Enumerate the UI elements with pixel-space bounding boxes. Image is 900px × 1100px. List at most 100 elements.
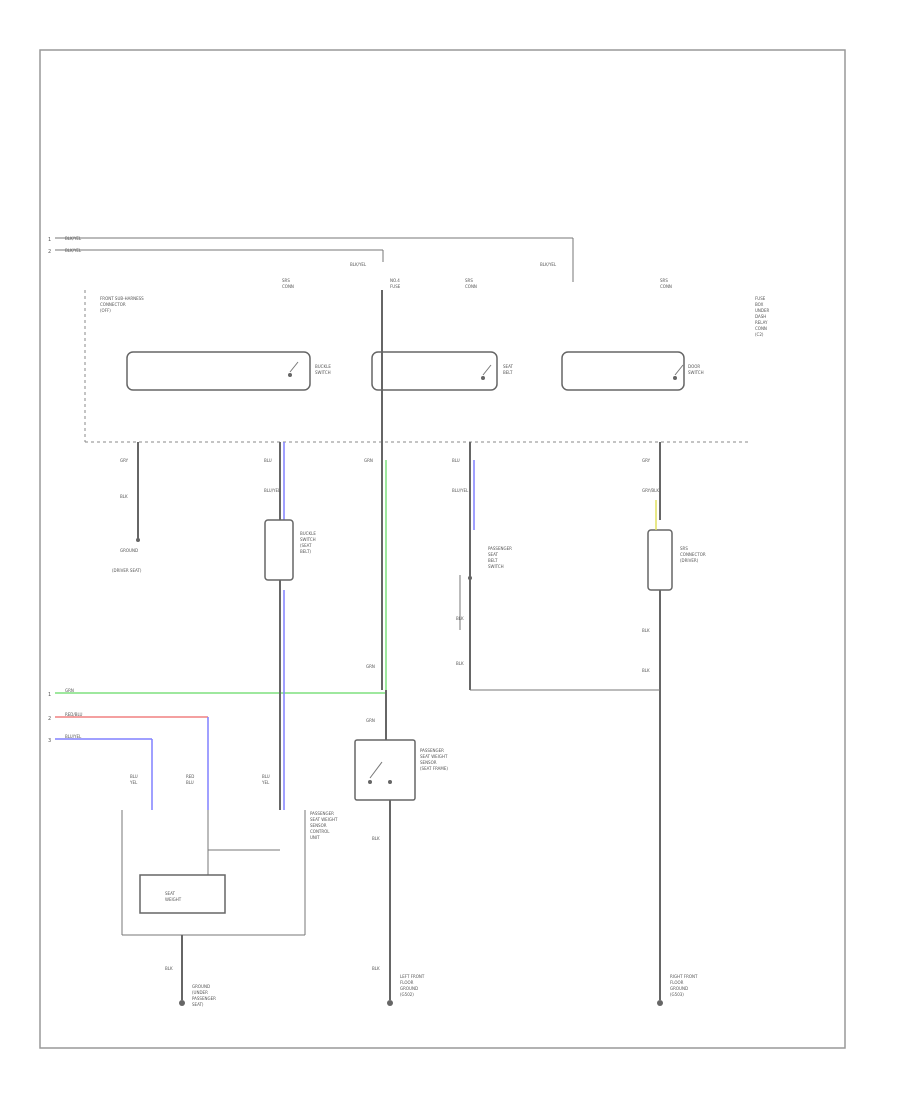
vertical-wires: [137, 290, 661, 1000]
svg-text:CONN: CONN: [660, 284, 672, 289]
ground-right: RIGHT FRONT FLOOR GROUND (G503): [657, 974, 698, 1006]
svg-text:(G502): (G502): [400, 992, 414, 997]
svg-text:SEAT: SEAT: [503, 364, 513, 369]
seat-belt-switch: PASSENGER SEAT BELT SWITCH: [459, 546, 512, 630]
svg-text:PASSENGER: PASSENGER: [488, 546, 512, 551]
svg-text:GRN: GRN: [366, 664, 375, 669]
svg-text:GROUND: GROUND: [120, 548, 138, 553]
svg-text:BLK/YEL: BLK/YEL: [540, 262, 557, 267]
svg-text:GRY: GRY: [642, 458, 651, 463]
svg-text:LEFT FRONT: LEFT FRONT: [400, 974, 425, 979]
svg-text:(OFF): (OFF): [100, 308, 111, 313]
connector-row: FRONT SUB-HARNESS CONNECTOR (OFF) SRS CO…: [100, 278, 770, 391]
svg-text:BLU/YEL: BLU/YEL: [264, 488, 281, 493]
svg-text:SENSOR: SENSOR: [420, 760, 437, 765]
right-connector: SRS CONNECTOR (DRIVER): [647, 500, 706, 591]
svg-text:2: 2: [48, 716, 51, 722]
svg-text:FLOOR: FLOOR: [670, 980, 684, 985]
connector-box-center: [371, 351, 498, 391]
svg-text:BELT): BELT): [300, 549, 311, 554]
buckle-switch: BUCKLE SWITCH (SEAT BELT): [264, 519, 316, 581]
colored-bus-lines: 1 2 3 GRN RED/BLU BLU/YEL: [48, 580, 386, 810]
svg-text:SWITCH: SWITCH: [488, 564, 504, 569]
svg-text:CONN: CONN: [755, 326, 767, 331]
svg-text:BLK: BLK: [372, 966, 380, 971]
svg-text:BLK: BLK: [456, 661, 464, 666]
sub-assembly: BLU YEL RED BLU BLU YEL SEAT WEIGHT PASS…: [121, 774, 338, 1000]
svg-text:(G503): (G503): [670, 992, 684, 997]
svg-text:SEAT): SEAT): [192, 1002, 204, 1007]
svg-text:SEAT: SEAT: [488, 552, 498, 557]
connector-box-left: [126, 351, 311, 391]
svg-text:FLOOR: FLOOR: [400, 980, 414, 985]
svg-text:SEAT: SEAT: [165, 891, 175, 896]
svg-text:(UNDER: (UNDER: [192, 990, 208, 995]
svg-text:GRY: GRY: [120, 458, 129, 463]
svg-text:BLK/YEL: BLK/YEL: [350, 262, 367, 267]
svg-text:BLK: BLK: [372, 836, 380, 841]
svg-text:BLK: BLK: [165, 966, 173, 971]
svg-text:UNIT: UNIT: [310, 835, 320, 840]
svg-text:BLK: BLK: [642, 668, 650, 673]
svg-text:CONNECTOR: CONNECTOR: [100, 302, 126, 307]
svg-text:BUCKLE: BUCKLE: [300, 531, 316, 536]
svg-text:YEL: YEL: [129, 780, 138, 785]
svg-text:FUSE: FUSE: [755, 296, 766, 301]
svg-text:BELT: BELT: [503, 370, 513, 375]
svg-text:CONN: CONN: [465, 284, 477, 289]
svg-text:GRN: GRN: [364, 458, 373, 463]
svg-text:BLK: BLK: [642, 628, 650, 633]
svg-text:1: 1: [48, 237, 51, 243]
svg-text:PASSENGER: PASSENGER: [192, 996, 216, 1001]
svg-text:RELAY: RELAY: [755, 320, 768, 325]
dimmer-switch: PASSENGER SEAT WEIGHT SENSOR (SEAT FRAME…: [354, 690, 448, 1000]
svg-text:GRN: GRN: [366, 718, 375, 723]
svg-text:SRS: SRS: [660, 278, 668, 283]
svg-text:BLU: BLU: [186, 780, 194, 785]
svg-text:DOOR: DOOR: [688, 364, 700, 369]
svg-text:BLK/YEL: BLK/YEL: [65, 236, 82, 241]
svg-text:(DRIVER SEAT): (DRIVER SEAT): [112, 568, 142, 573]
diagram-frame: [39, 49, 846, 1049]
svg-text:CONTROL: CONTROL: [310, 829, 330, 834]
svg-text:PASSENGER: PASSENGER: [420, 748, 444, 753]
svg-text:SRS: SRS: [465, 278, 473, 283]
svg-text:SRS: SRS: [680, 546, 688, 551]
svg-text:GROUND: GROUND: [400, 986, 418, 991]
svg-text:GROUND: GROUND: [192, 984, 210, 989]
svg-text:YEL: YEL: [261, 780, 270, 785]
svg-text:BLU: BLU: [452, 458, 460, 463]
ground-frame-left: [136, 538, 140, 542]
svg-text:FUSE: FUSE: [390, 284, 401, 289]
ground-left: GROUND (UNDER PASSENGER SEAT): [179, 984, 216, 1007]
svg-text:SEAT WEIGHT: SEAT WEIGHT: [310, 817, 338, 822]
svg-text:BLU/YEL: BLU/YEL: [452, 488, 469, 493]
svg-text:GRY/BLK: GRY/BLK: [642, 488, 659, 493]
svg-text:RED: RED: [186, 774, 194, 779]
svg-text:SEAT WEIGHT: SEAT WEIGHT: [420, 754, 448, 759]
svg-text:GROUND: GROUND: [670, 986, 688, 991]
svg-text:BLU/YEL: BLU/YEL: [65, 734, 82, 739]
svg-text:BLK: BLK: [120, 494, 128, 499]
svg-text:(SEAT FRAME): (SEAT FRAME): [420, 766, 448, 771]
svg-text:1: 1: [48, 692, 51, 698]
svg-text:DASH: DASH: [755, 314, 766, 319]
top-power-lines: 1 2 BLK/YEL BLK/YEL BLK/YEL BLK/YEL: [48, 236, 574, 282]
svg-text:SRS: SRS: [282, 278, 290, 283]
svg-text:RED/BLU: RED/BLU: [65, 712, 83, 717]
svg-text:3: 3: [48, 738, 51, 744]
svg-text:BELT: BELT: [488, 558, 498, 563]
svg-text:NO.4: NO.4: [390, 278, 400, 283]
dashed-enclosure: [84, 290, 750, 443]
svg-text:SWITCH: SWITCH: [315, 370, 331, 375]
svg-text:BUCKLE: BUCKLE: [315, 364, 331, 369]
svg-text:CONNECTOR: CONNECTOR: [680, 552, 706, 557]
svg-text:CONN: CONN: [282, 284, 294, 289]
svg-text:RIGHT FRONT: RIGHT FRONT: [670, 974, 698, 979]
svg-text:SENSOR: SENSOR: [310, 823, 327, 828]
svg-text:SWITCH: SWITCH: [688, 370, 704, 375]
svg-text:BLU: BLU: [262, 774, 270, 779]
svg-text:(C2): (C2): [755, 332, 764, 337]
svg-text:SWITCH: SWITCH: [300, 537, 316, 542]
